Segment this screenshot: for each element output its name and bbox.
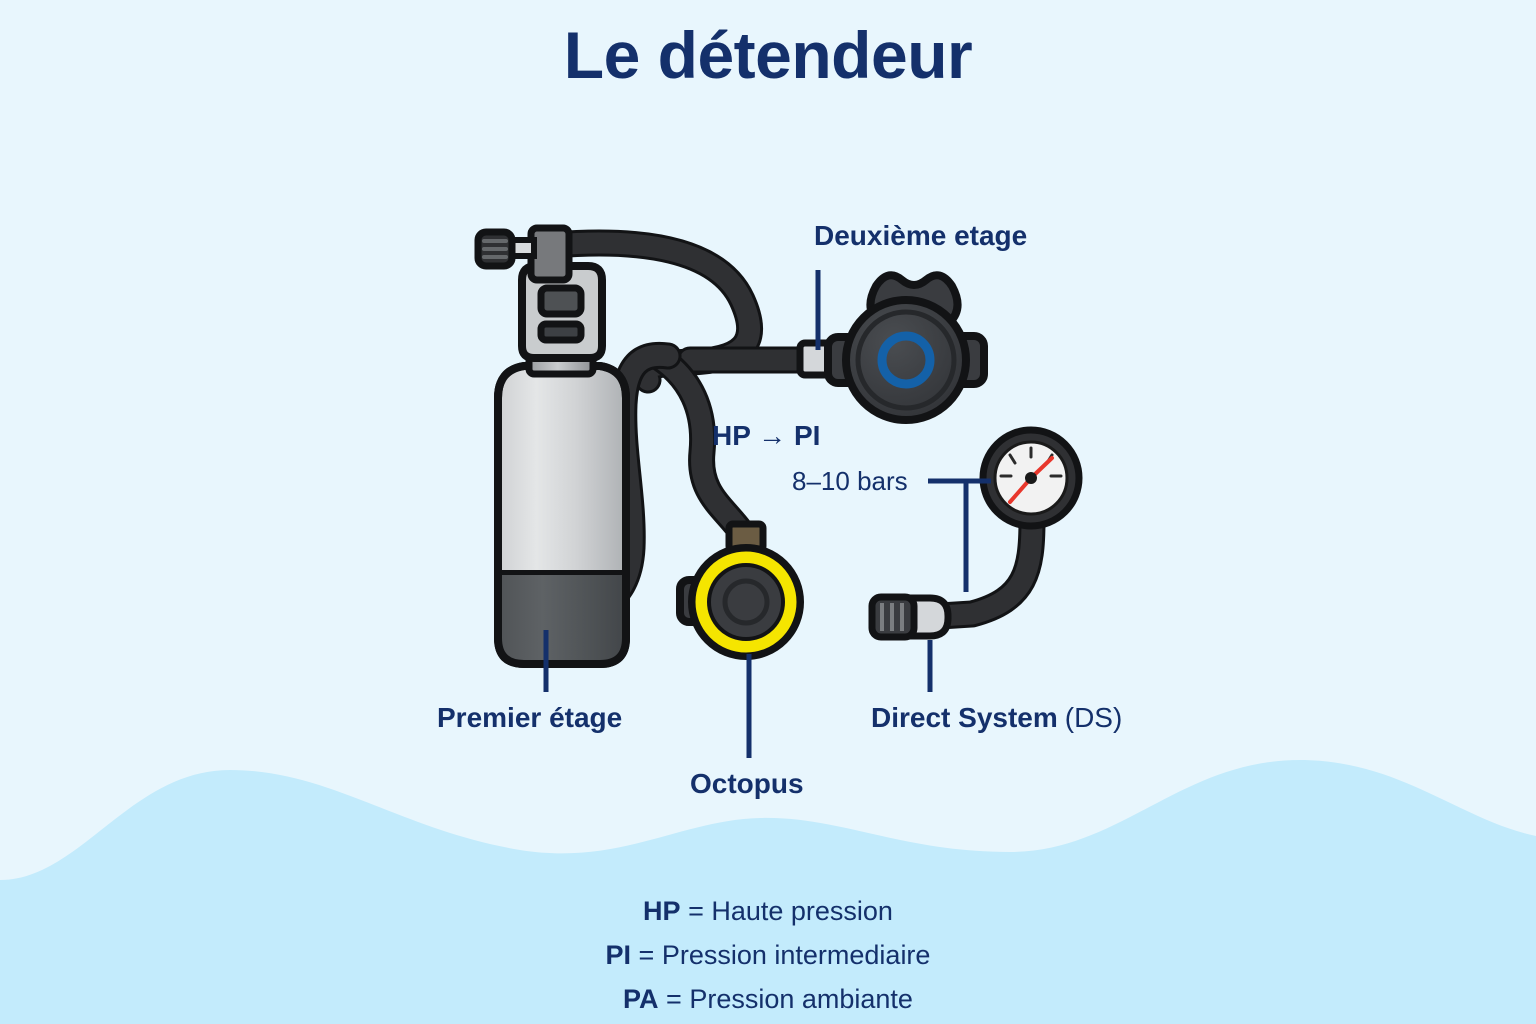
legend-eq-hp: = xyxy=(680,896,712,926)
label-direct-system-group: Direct System(DS) xyxy=(871,704,1122,732)
page-title: Le détendeur xyxy=(563,18,973,92)
second-stage-regulator xyxy=(796,271,988,424)
legend-text-pi: Pression intermediaire xyxy=(661,940,931,970)
hose-octopus xyxy=(646,344,754,544)
octopus-regulator xyxy=(676,520,804,660)
label-hp-pi: HP → PI xyxy=(712,420,821,451)
leader-lines xyxy=(543,270,991,758)
legend-text-pa: Pression ambiante xyxy=(689,984,913,1014)
label-first-stage: Premier étage xyxy=(437,702,623,733)
legend-eq-pa: = xyxy=(658,984,690,1014)
label-second-stage: Deuxième etage xyxy=(814,220,1028,251)
legend-row-hp: HP = Haute pression xyxy=(0,898,1536,925)
scuba-tank xyxy=(494,344,630,668)
legend-abbr-pi: PI xyxy=(605,940,632,970)
label-direct-system-abbrev: (DS) xyxy=(1064,702,1123,733)
label-octopus: Octopus xyxy=(690,768,804,799)
legend-row-pa: PA = Pression ambiante xyxy=(0,986,1536,1013)
legend-row-pi: PI = Pression intermediaire xyxy=(0,942,1536,969)
first-stage-valve xyxy=(474,224,606,362)
legend-text-hp: Haute pression xyxy=(711,896,893,926)
legend-abbr-pa: PA xyxy=(623,984,659,1014)
pressure-gauge-assembly xyxy=(868,426,1083,641)
label-bars: 8–10 bars xyxy=(792,466,908,496)
legend-eq-pi: = xyxy=(631,940,662,970)
legend-abbr-hp: HP xyxy=(643,896,681,926)
label-direct-system: Direct System xyxy=(871,702,1058,733)
